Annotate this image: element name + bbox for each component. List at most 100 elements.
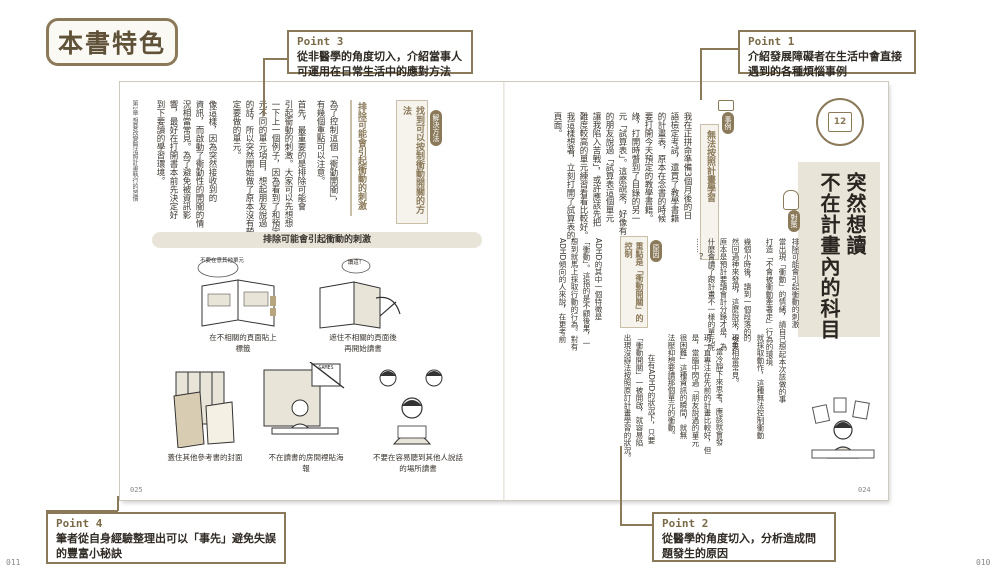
sub-heading: 排除可能會引起衝動的刺激 <box>350 100 370 216</box>
cause-tag: 原因 <box>650 240 662 262</box>
case-col-10: 我這樣想著，立刻打開了試算表的 <box>565 112 575 240</box>
far-col-1: 就採取動作，這種無法控制衝動的 <box>743 334 765 439</box>
left-page-number: 025 <box>130 486 143 494</box>
body-col-3: 首先，最重要的是排除可能會 <box>296 100 306 211</box>
body-col-13: 到下要讀的學習環境。 <box>155 100 165 185</box>
body-col-4: 引起衝動的刺激。大家可以先想想 <box>283 100 293 228</box>
case-col-3: 的計畫表，原本在念書的時候 <box>656 112 666 223</box>
point-1-callout: Point 1 介紹發展障礙者在生活中會直接遇到的各種煩惱事例 <box>738 30 916 78</box>
book-features-badge: 本書特色 <box>46 18 178 66</box>
far-col-8: 在有ADHD的狀況下，只要 <box>647 354 656 444</box>
body-col-2: 有幾個重點可以注意。 <box>315 100 325 185</box>
chapter-title-band <box>798 162 880 337</box>
body-col-10: 資訊，而啟動了衝動性的開關的情 <box>194 100 204 228</box>
case-col-9: 難度較高的單元練習看看比較好。 <box>578 112 588 240</box>
bubble-read-this: 讀這！ <box>346 260 366 267</box>
lightbulb-icon <box>783 190 799 210</box>
point-3-text: 從非醫學的角度切入，介紹當事人可運用在日常生活中的應對方法 <box>297 50 462 78</box>
book-icon <box>718 100 734 111</box>
chapter-number: 12 <box>828 112 852 132</box>
badge-title: 本書特色 <box>57 29 166 58</box>
point-2-leader-h <box>620 524 652 526</box>
body-col-12: 響，最好在打開書本前先決定好 <box>168 100 178 219</box>
far-col-7: 法壓抑想要讀那個單元的衝動。 <box>667 334 676 439</box>
far-col-4: 現一直專注在先前的計畫比較好，但 <box>703 334 712 454</box>
point-4-leader-v <box>117 496 119 511</box>
point-4-label: Point 4 <box>56 517 103 530</box>
far-col-6: 很困難」這種資訊的瞬間，就無 <box>679 334 688 439</box>
body-col-1: 為了控制這個「衝動開關」， <box>328 100 338 207</box>
far-col-2: 現象相當常見。 <box>731 334 740 387</box>
point-2-leader-v <box>620 446 622 525</box>
cause-col-1: 幾個小時後，讀到一個段落的 <box>743 238 752 336</box>
caption-quiet-place: 不要在容易聽到其他人說話的場所讀書 <box>373 453 463 473</box>
spread-gutter <box>503 82 505 500</box>
point-3-leader-v <box>263 58 265 116</box>
caption-no-poster: 不在讀書的房間裡貼海報 <box>268 453 344 473</box>
body-col-7: 的話，所以突然開始做了原本沒有預 <box>244 100 254 236</box>
cause-col-4: 什麼會讀了跟計畫不一樣的單元呢 <box>707 238 716 351</box>
bubble-read-this-text: 讀這！ <box>347 260 365 266</box>
quiet-place-illustration <box>379 369 443 445</box>
body-col-11: 況相當常見。為了避免被資訊影 <box>181 100 191 219</box>
point-1-leader-h <box>700 48 738 50</box>
case-col-8: 讓我陷入苦戰」，或許應該先把 <box>591 112 601 227</box>
case-col-2: 語檢定考試，還買了教學書籍 <box>669 112 679 223</box>
case-heading: 無法按照計畫學習 <box>700 124 719 260</box>
intro-line2: 當出現「衝動」的情緒，請自己想起本次該做的事 <box>778 238 787 403</box>
caption-cover-pages: 遮住不相關的頁面後再開始讀書 <box>329 333 397 353</box>
far-col-3: 當冷靜下來思考，應該就會發 <box>715 348 724 446</box>
intro-line1: 排除可能會引起衝動的刺激 <box>791 238 800 328</box>
outer-right-number: 010 <box>976 558 991 567</box>
point-1-label: Point 1 <box>748 35 795 48</box>
body-col-6: 元不同的單元項目，想起朋友說過 <box>257 100 267 228</box>
bubble-ignore-units: 不要在意其他單元 <box>200 258 244 265</box>
worried-person-illustration <box>811 397 875 459</box>
covered-books-illustration <box>173 371 235 448</box>
illustration-banner: 排除可能會引起衝動的刺激 <box>152 232 482 248</box>
case-col-7: 的朋友說過「試算表這個單元 <box>604 112 614 223</box>
intro-line3: 打造「不會被衝動牽著走」行為的環境 <box>765 238 774 366</box>
intro-tag: 對策 <box>788 210 800 232</box>
case-col-1: 我在正拼命準備3個月後的日 <box>682 112 692 220</box>
outer-left-number: 011 <box>6 558 21 567</box>
caption-tab-pages: 在不相關的頁面貼上標籤 <box>209 333 277 353</box>
case-col-4: 要打開今天預定的教學書籍。 <box>643 112 653 223</box>
cause-col-3: 原本是預計要讀會計分錄才是，為 <box>719 238 728 351</box>
poster-label: GAMES <box>312 365 340 371</box>
body-col-8: 定要做的單元。 <box>231 100 241 160</box>
chapter-title-line1: 突然想讀 <box>843 172 867 256</box>
cause-col-5: ……？ <box>695 238 704 261</box>
cover-pages-illustration <box>319 258 401 329</box>
point-4-callout: Point 4 筆者從自身經驗整理出可以「事先」避免失誤的豐富小秘訣 <box>46 512 286 564</box>
case-col-5: 綠，打開時瞥到了目錄的另一 <box>630 112 640 223</box>
case-col-6: 元「試算表」。這麼說來，好像有 <box>617 112 627 236</box>
poster-label-text: GAMES <box>318 365 334 371</box>
point-3-label: Point 3 <box>297 35 344 48</box>
running-head: 第1章 想要改變無法照計畫執行的習慣 <box>131 100 138 202</box>
point-1-leader-v <box>700 48 702 100</box>
chapter-number-icon: 12 <box>816 98 864 146</box>
cause-col-8: 想到就馬上採取行動的行為。對有 <box>570 238 579 351</box>
body-col-9: 像這樣，因為突然接收到的 <box>207 100 217 202</box>
caption-cover-books: 蓋住其他參考書的封面 <box>167 453 243 462</box>
case-tag: 事例 <box>722 112 734 134</box>
point-3-callout: Point 3 從非醫學的角度切入，介紹當事人可運用在日常生活中的應對方法 <box>287 30 473 78</box>
chapter-title-line2: 不在計畫內的科目 <box>817 172 841 340</box>
tabbed-book-illustration <box>197 258 276 327</box>
point-3-leader-h <box>263 58 287 60</box>
right-page-number: 024 <box>858 486 871 494</box>
case-col-11: 頁面。 <box>552 112 562 138</box>
cause-col-2: 然回過神來發現，這麼說來，今天 <box>731 238 740 351</box>
far-col-10: 出現沒辦法按照原訂計畫學習的狀況。 <box>623 334 632 462</box>
body-col-5: 一下上一個例子，因為看到了和預定學 <box>270 100 280 245</box>
method-heading: 找到可以按制衝動開關的方法 <box>396 100 428 224</box>
point-2-callout: Point 2 從醫學的角度切入，分析造成問題發生的原因 <box>652 512 836 562</box>
cause-col-9: ADHD傾向的人來說，在更考前 <box>558 238 567 343</box>
point-4-leader-h <box>46 510 118 512</box>
method-tag: 解決方法 <box>430 110 442 146</box>
cause-heading: 重點是「衝動開關」的控制 <box>620 236 648 328</box>
point-1-text: 介紹發展障礙者在生活中會直接遇到的各種煩惱事例 <box>748 50 902 78</box>
cause-col-7: 「衝動」。這指的是不顧後果，一 <box>582 238 591 347</box>
no-poster-illustration <box>263 362 345 435</box>
